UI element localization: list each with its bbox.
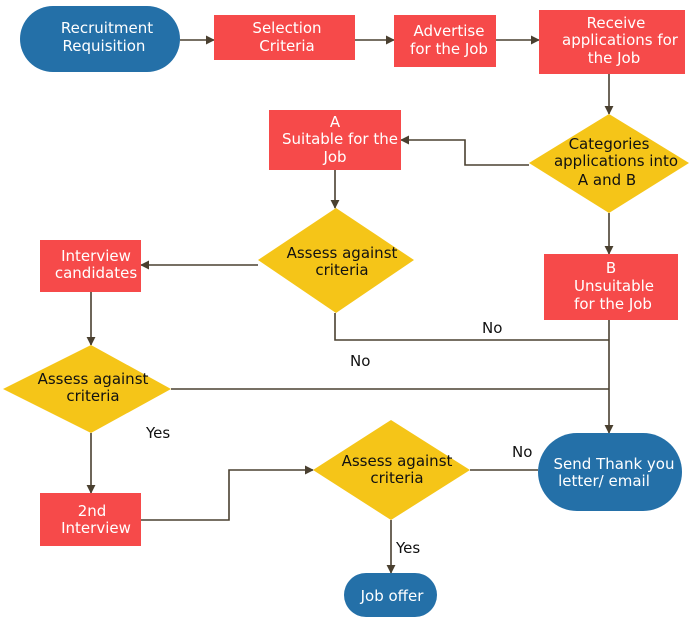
node-line: Assess against — [342, 452, 453, 470]
node-line: Receive — [587, 14, 646, 32]
node-line: Assess against — [287, 244, 398, 262]
terminal-thank-you: Send Thank you letter/ email — [538, 433, 682, 511]
node-line: Advertise — [414, 22, 485, 40]
node-line: Suitable for the — [282, 130, 398, 148]
edge-label-no-lower: No — [350, 352, 370, 370]
node-line: Job — [322, 148, 346, 166]
edge-assess1-no — [334, 313, 609, 341]
node-line: Send Thank you — [554, 455, 675, 473]
edge-label-yes-assess2: Yes — [145, 424, 170, 442]
edge-label-no-assess3: No — [512, 443, 532, 461]
node-line: Categories — [569, 135, 650, 153]
node-line: candidates — [55, 264, 137, 282]
decision-assess-3: Assess against criteria — [313, 420, 470, 520]
decision-assess-1: Assess against criteria — [258, 208, 414, 313]
node-line: Interview — [61, 247, 131, 265]
process-second-interview: 2nd Interview — [40, 493, 141, 546]
node-line: criteria — [370, 469, 423, 487]
node-line: A and B — [578, 171, 636, 189]
node-line: criteria — [315, 261, 368, 279]
node-line: applications for — [562, 31, 679, 49]
edge-categorise-to-suitable — [400, 135, 529, 166]
node-line: Job offer — [360, 587, 425, 605]
edge-label-no-upper: No — [482, 319, 502, 337]
node-line: Recruitment — [61, 19, 153, 37]
process-interview-candidates: Interview candidates — [40, 240, 141, 292]
process-advertise: Advertise for the Job — [394, 15, 496, 67]
node-line: Criteria — [259, 37, 314, 55]
connectors — [86, 35, 614, 574]
node-line: A — [330, 113, 341, 131]
node-line: 2nd — [78, 502, 107, 520]
terminal-job-offer: Job offer — [344, 573, 437, 617]
decision-assess-2: Assess against criteria — [3, 345, 171, 433]
node-line: Assess against — [38, 370, 149, 388]
node-line: for the Job — [410, 40, 488, 58]
process-receive-applications: Receive applications for the Job — [539, 10, 685, 74]
node-line: Selection — [252, 19, 321, 37]
edge-second-to-assess3 — [141, 465, 314, 521]
node-line: for the Job — [574, 295, 652, 313]
node-line: B — [606, 259, 616, 277]
terminal-recruitment-requisition: Recruitment Requisition — [20, 6, 180, 72]
node-line: the Job — [588, 49, 641, 67]
node-line: Requisition — [63, 37, 146, 55]
node-line: applications into — [554, 152, 678, 170]
edge-label-yes-assess3: Yes — [395, 539, 420, 557]
node-line: criteria — [66, 387, 119, 405]
node-line: Interview — [61, 519, 131, 537]
process-selection-criteria: Selection Criteria — [214, 15, 355, 60]
node-line: Unsuitable — [574, 277, 654, 295]
process-suitable-a: A Suitable for the Job — [269, 110, 401, 170]
decision-categorise: Categories applications into A and B — [529, 114, 689, 213]
process-unsuitable-b: B Unsuitable for the Job — [544, 254, 678, 320]
node-line: letter/ email — [558, 472, 650, 490]
